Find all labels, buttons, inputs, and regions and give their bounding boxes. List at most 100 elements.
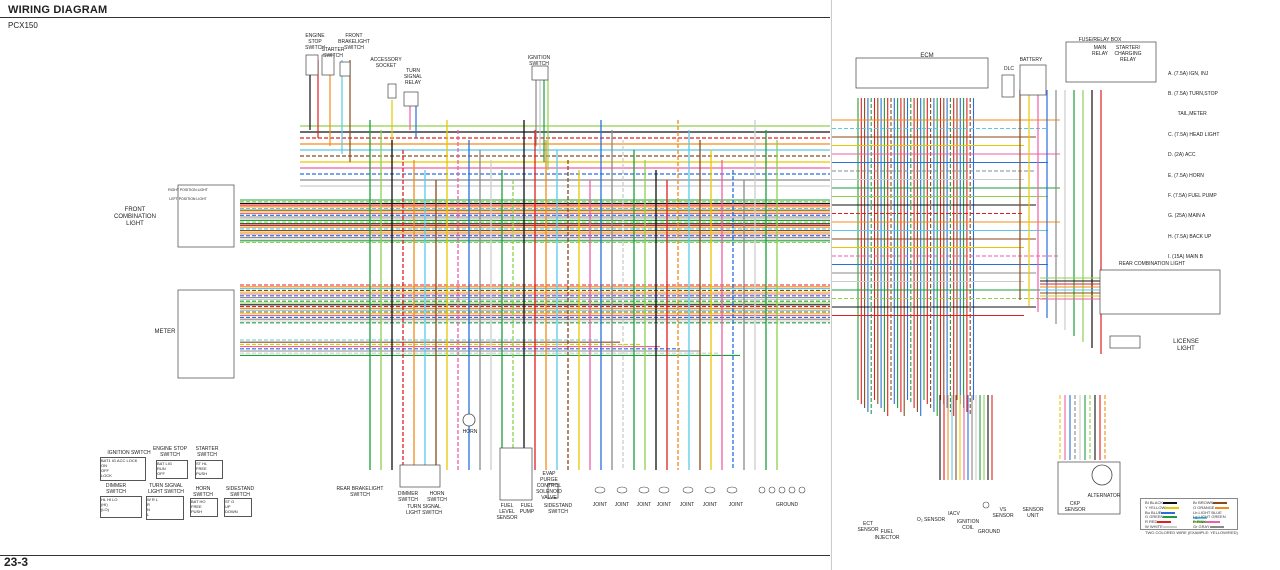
legend-label: Y YELLOW bbox=[1145, 504, 1166, 510]
label-main-relay: MAIN RELAY bbox=[1091, 45, 1109, 57]
fuse-relay-box-outline bbox=[1065, 41, 1157, 83]
label-ignition-coil: IGNITION COIL bbox=[956, 519, 980, 531]
label-joint-4: JOINT bbox=[656, 502, 672, 508]
joint-symbol-3 bbox=[658, 486, 670, 494]
legend-swatch bbox=[1213, 501, 1228, 504]
switch-name-ignition: IGNITION SWITCH bbox=[107, 450, 151, 456]
switch-ignition-header: BAT1 IG ACC LOCK bbox=[101, 458, 138, 463]
switch-dimmer-row-lo: (LO) bbox=[101, 507, 109, 512]
label-horn: HORN bbox=[462, 429, 478, 435]
joint-symbol-4 bbox=[682, 486, 694, 494]
label-alternator: ALTERNATOR bbox=[1087, 493, 1121, 499]
legend-label: O ORANGE bbox=[1193, 504, 1215, 510]
label-joint-3: JOINT bbox=[636, 502, 652, 508]
label-iacv: IACV bbox=[948, 511, 960, 517]
legend-item-red: R RED bbox=[1145, 519, 1173, 524]
accessory-socket-box bbox=[387, 83, 397, 99]
label-joint-1: JOINT bbox=[592, 502, 608, 508]
label-rear-combination-light: REAR COMBINATION LIGHT bbox=[1118, 261, 1186, 267]
joint-symbol-0 bbox=[594, 486, 606, 494]
legend-swatch bbox=[1163, 501, 1178, 504]
legend-item-black: BI BLACK bbox=[1145, 500, 1179, 505]
fuel-pump-box bbox=[499, 447, 533, 501]
switch-name-starter: STARTER SWITCH bbox=[195, 446, 219, 458]
switch-starter-row-free: FREE bbox=[196, 466, 207, 471]
fuse-i: I. (15A) MAIN B bbox=[1168, 254, 1204, 261]
switch-ignition-row-off: OFF bbox=[101, 468, 109, 473]
label-front-brakelight-switch: FRONT BRAKELIGHT SWITCH bbox=[338, 33, 370, 51]
legend-swatch bbox=[1162, 525, 1177, 528]
legend-swatch bbox=[1209, 525, 1224, 528]
joint-symbol-6 bbox=[726, 486, 738, 494]
switch-dimmer-row-hi: (HI) bbox=[101, 502, 108, 507]
battery-box bbox=[1019, 64, 1047, 96]
legend-label: Br BROWN bbox=[1193, 500, 1214, 505]
legend-swatch bbox=[1214, 506, 1229, 509]
label-ecm: ECM bbox=[920, 53, 934, 59]
label-dimmer-switch: DIMMER SWITCH bbox=[397, 491, 419, 503]
label-starter-charging-relay: STARTER/ CHARGING RELAY bbox=[1114, 45, 1142, 63]
label-fuel-injector: FUEL INJECTOR bbox=[874, 529, 900, 541]
switch-starter-row-push: PUSH bbox=[196, 471, 208, 476]
fuse-h: H. (7.5A) BACK UP bbox=[1168, 233, 1212, 240]
label-ect-sensor: ECT SENSOR bbox=[857, 521, 879, 533]
ground-terminal-0 bbox=[758, 486, 766, 494]
legend-item-gray: Gr GRAY bbox=[1193, 524, 1226, 529]
fuse-a: A. (7.5A) IGN, INJ bbox=[1168, 70, 1209, 77]
label-sidestand-switch: SIDESTAND SWITCH bbox=[543, 503, 573, 515]
legend-item-blue: Bu BLUE bbox=[1145, 510, 1177, 515]
joint-symbol-5 bbox=[704, 486, 716, 494]
fuse-b: B. (7.5A) TURN,STOP bbox=[1168, 90, 1218, 97]
switch-turn-row-l: L bbox=[147, 512, 150, 517]
horn-symbol bbox=[462, 413, 476, 427]
label-sensor-unit: SENSOR UNIT bbox=[1022, 507, 1044, 519]
joint-symbol-2 bbox=[638, 486, 650, 494]
legend-label: Lb LIGHT BLUE bbox=[1193, 509, 1222, 515]
dlc-box bbox=[1001, 74, 1015, 98]
legend-item-light-blue: Lb LIGHT BLUE bbox=[1193, 510, 1237, 520]
legend-item-brown: Br BROWN bbox=[1193, 500, 1229, 505]
joint-symbol-1 bbox=[616, 486, 628, 494]
legend-swatch bbox=[1163, 516, 1178, 519]
switch-table-ignition: BAT1 IG ACC LOCK ON OFF LOCK bbox=[100, 457, 146, 481]
legend-label: Bu BLUE bbox=[1145, 509, 1162, 515]
label-turn-signal-relay: TURN SIGNAL RELAY bbox=[403, 68, 423, 86]
switch-horn-row-push: PUSH bbox=[191, 509, 203, 514]
switch-turn-row-r: R bbox=[147, 502, 150, 507]
label-o2-sensor: O₂ SENSOR bbox=[916, 517, 946, 523]
engine-stop-switch-box bbox=[305, 54, 319, 76]
legend-item-orange: O ORANGE bbox=[1193, 505, 1231, 510]
switch-table-starter: ST HL FREE PUSH bbox=[195, 460, 223, 479]
fuse-b-cont: TAIL,METER bbox=[1168, 111, 1207, 118]
switch-name-sidestand: SIDESTAND SWITCH bbox=[225, 486, 255, 498]
label-joint-7: JOINT bbox=[728, 502, 744, 508]
ecm-box bbox=[855, 57, 989, 89]
license-light-box bbox=[1109, 335, 1141, 349]
label-starter-switch: STARTER SWITCH bbox=[321, 47, 345, 59]
legend-swatch bbox=[1193, 516, 1207, 519]
switch-name-turn-signal: TURN SIGNAL LIGHT SWITCH bbox=[148, 483, 184, 495]
label-engine-stop-switch: ENGINE STOP SWITCH bbox=[305, 33, 325, 51]
label-rear-brakelight-switch: REAR BRAKELIGHT SWITCH bbox=[336, 486, 384, 498]
legend-swatch bbox=[1157, 521, 1172, 524]
label-accessory-socket: ACCESSORY SOCKET bbox=[370, 57, 402, 69]
switch-name-engine-stop: ENGINE STOP SWITCH bbox=[152, 446, 188, 458]
legend-label: Gr GRAY bbox=[1193, 524, 1210, 529]
switch-table-turn-signal: W R L R N L bbox=[146, 496, 184, 520]
ground-terminal-4 bbox=[798, 486, 806, 494]
label-fuse-relay-box: FUSE/RELAY BOX bbox=[1078, 37, 1122, 43]
switch-starter-header: ST HL bbox=[196, 461, 208, 466]
legend-label: R RED bbox=[1145, 519, 1158, 525]
switch-turn-header: W R L bbox=[147, 497, 159, 502]
label-joint-5: JOINT bbox=[679, 502, 695, 508]
label-meter: METER bbox=[154, 329, 176, 335]
starter-switch-box bbox=[321, 54, 335, 76]
legend-note: TWO COLORED WIRE (EXAMPLE: YELLOW/RED) bbox=[1145, 530, 1238, 535]
switch-sidestand-row-up: UP bbox=[225, 504, 231, 509]
switch-name-dimmer: DIMMER SWITCH bbox=[105, 483, 127, 495]
switch-engine-stop-row-off: OFF bbox=[157, 471, 165, 476]
switch-name-horn: HORN SWITCH bbox=[193, 486, 213, 498]
label-right-position-light: RIGHT POSITION LIGHT bbox=[168, 188, 208, 192]
